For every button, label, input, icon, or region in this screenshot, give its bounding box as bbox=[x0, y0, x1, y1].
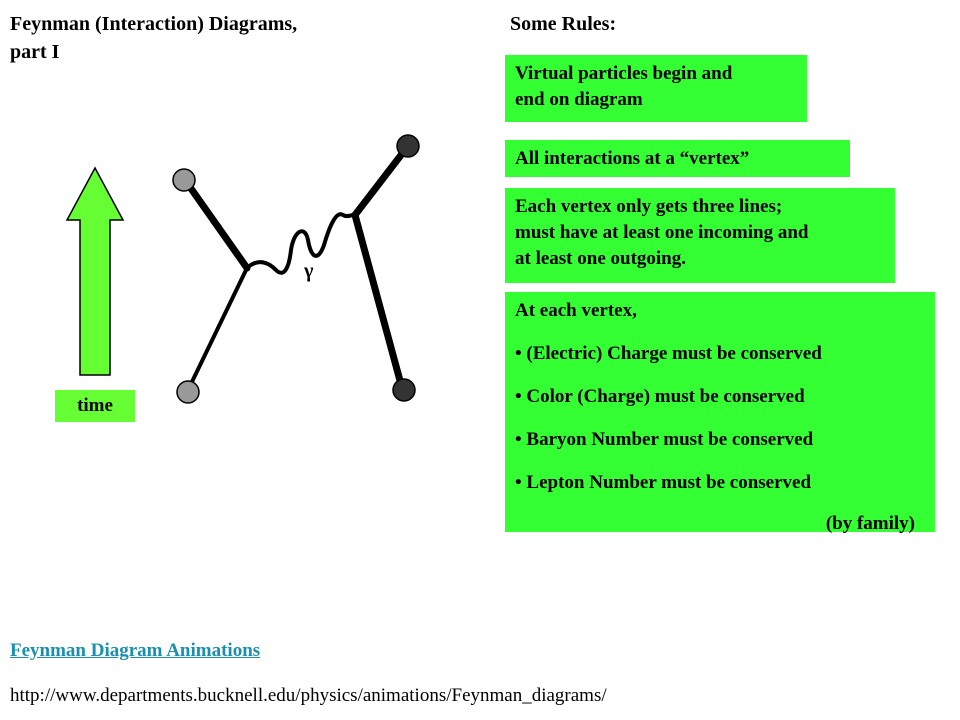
conservation-bullet: • Lepton Number must be conserved bbox=[515, 472, 812, 493]
particle-upper-right bbox=[396, 134, 420, 158]
rule-3-line-3: at least one outgoing. bbox=[515, 248, 686, 269]
time-arrow bbox=[65, 166, 125, 376]
fermion-line-upper-left bbox=[181, 176, 251, 272]
rule-three-lines: Each vertex only gets three lines; must … bbox=[505, 188, 895, 283]
particle-lower-right bbox=[392, 378, 416, 402]
conservation-bullet: • (Electric) Charge must be conserved bbox=[515, 343, 822, 364]
page-title: Feynman (Interaction) Diagrams, part I bbox=[10, 10, 410, 66]
fermion-line-lower-right bbox=[351, 211, 406, 392]
particle-upper-left bbox=[172, 168, 196, 192]
title-line-2: part I bbox=[10, 41, 60, 63]
particle-lower-left bbox=[176, 380, 200, 404]
conservation-bullet: • Color (Charge) must be conserved bbox=[515, 386, 805, 407]
rule-vertex: All interactions at a “vertex” bbox=[505, 140, 850, 177]
rule-1-line-2: end on diagram bbox=[515, 89, 643, 110]
rule-4-note: (by family) bbox=[825, 513, 915, 534]
time-label: time bbox=[55, 390, 135, 422]
rule-1-line-1: Virtual particles begin and bbox=[515, 63, 733, 84]
rules-heading: Some Rules: bbox=[510, 13, 617, 35]
rule-2-text: All interactions at a “vertex” bbox=[515, 148, 750, 169]
feynman-animations-link[interactable]: Feynman Diagram Animations bbox=[10, 640, 261, 661]
conservation-bullet: • Baryon Number must be conserved bbox=[515, 429, 814, 450]
title-line-1: Feynman (Interaction) Diagrams, bbox=[10, 13, 298, 35]
rule-conservation: At each vertex, • (Electric) Charge must… bbox=[505, 292, 935, 534]
rule-virtual-particles: Virtual particles begin and end on diagr… bbox=[505, 55, 807, 122]
photon-wavy-line bbox=[245, 212, 357, 275]
photon-label: γ bbox=[303, 260, 314, 282]
rule-4-intro: At each vertex, bbox=[515, 300, 637, 321]
rule-3-line-1: Each vertex only gets three lines; bbox=[515, 196, 783, 217]
animations-url: http://www.departments.bucknell.edu/phys… bbox=[10, 685, 607, 706]
rule-3-line-2: must have at least one incoming and bbox=[515, 222, 809, 243]
fermion-line-upper-right bbox=[351, 142, 412, 219]
fermion-line-lower-left bbox=[187, 266, 249, 390]
